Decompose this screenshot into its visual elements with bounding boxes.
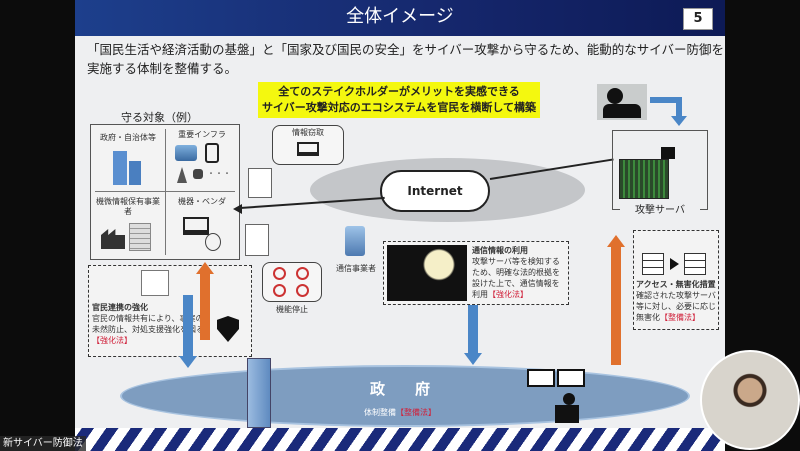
target-infrastructure: 重要インフラ <box>178 130 226 139</box>
hacker-arrow <box>650 97 682 103</box>
internet-label: Internet <box>407 184 463 198</box>
government-sub: 体制整備【整備法】 <box>325 408 475 418</box>
laptop-icon <box>183 217 209 235</box>
ellipsis: ・・・ <box>207 169 231 178</box>
faucet-icon <box>193 169 203 179</box>
up-arrow-left <box>200 274 210 340</box>
function-stop-label: 機能停止 <box>276 305 308 314</box>
access-heading: アクセス・無害化措置 <box>636 280 716 289</box>
speaker-webcam <box>700 350 800 450</box>
unlocked-padlock-icon <box>661 147 675 159</box>
government-sub-text: 体制整備 <box>364 408 396 417</box>
public-private-box: 官民連携の強化 官民の情報共有により、事案の未然防止、対処支援強化を図る【強化法… <box>88 265 252 357</box>
comm-info-heading: 通信情報の利用 <box>472 246 528 255</box>
telecom-server-icon <box>345 226 365 256</box>
page-number: 5 <box>683 8 713 30</box>
access-law: 【整備法】 <box>660 313 700 322</box>
comm-info-body: 攻撃サーバ等を検知するため、明確な法的根拠を設けた上で、通信情報を利用 <box>472 257 560 299</box>
public-private-heading: 官民連携の強化 <box>92 303 148 312</box>
government-area <box>120 365 690 427</box>
prohibited-icon <box>296 284 309 297</box>
building-icon <box>113 151 127 185</box>
prohibited-icon <box>273 267 286 280</box>
slide-title: 全体イメージ <box>346 6 454 27</box>
down-arrow-left <box>183 295 193 357</box>
play-arrow-icon <box>670 258 679 270</box>
comm-info-box: 通信情報の利用 攻撃サーバ等を検知するため、明確な法的根拠を設けた上で、通信情報… <box>383 241 569 305</box>
power-tower-icon <box>177 167 187 183</box>
device-icon <box>205 233 221 251</box>
laptop-icon <box>297 142 319 156</box>
attack-server-label: 攻撃サーバ <box>620 205 700 217</box>
intro-line-2: 実施する体制を整備する。 <box>87 61 238 76</box>
document-icon <box>141 270 169 296</box>
hacker-icon <box>597 84 647 120</box>
up-arrow-right <box>611 247 621 365</box>
cleaned-server-icon <box>684 253 706 275</box>
highlight-line-2: サイバー攻撃対応のエコシステムを官民を横断して構築 <box>261 101 537 114</box>
prohibited-icon <box>296 267 309 280</box>
protected-targets-title: 守る対象（例） <box>117 111 202 124</box>
server-rack-icon <box>619 159 669 199</box>
target-government: 政府・自治体等 <box>100 133 156 142</box>
attack-server-box <box>612 130 708 210</box>
dam-icon <box>175 145 197 161</box>
government-label: 政 府 <box>369 380 430 398</box>
antenna-icon <box>205 143 219 163</box>
highlight-line-1: 全てのステイクホルダーがメリットを実感できる <box>278 85 520 98</box>
info-theft-bubble: 情報窃取 <box>272 125 344 165</box>
access-body: 確認された攻撃サーバ等に対し、必要に応じ無害化 <box>636 291 716 322</box>
document-icon <box>245 224 269 256</box>
shield-check-icon <box>217 316 239 342</box>
target-vendors: 機器・ベンダ <box>178 197 226 206</box>
highlight-box: 全てのステイクホルダーがメリットを実感できる サイバー攻撃対応のエコシステムを官… <box>258 82 540 118</box>
slide-header <box>75 0 725 36</box>
comm-info-law: 【強化法】 <box>488 290 528 299</box>
down-arrow-center <box>468 305 478 355</box>
protected-targets-box: 政府・自治体等 重要インフラ ・・・ 機微情報保有事業者 機器・ベンダ <box>90 124 240 260</box>
public-private-law: 【強化法】 <box>92 336 132 345</box>
arrow-left-icon <box>233 204 242 214</box>
operator-monitor-icon <box>525 369 585 424</box>
striped-footer <box>75 428 725 451</box>
factory-icon <box>101 229 125 249</box>
spotlight-image <box>387 245 467 301</box>
server-icon <box>642 253 664 275</box>
telecom-label: 通信事業者 <box>336 264 376 273</box>
access-box: アクセス・無害化措置 確認された攻撃サーバ等に対し、必要に応じ無害化【整備法】 <box>633 230 719 330</box>
prohibited-icon <box>273 284 286 297</box>
presentation-slide: 全体イメージ 5 「国民生活や経済活動の基盤」と「国家及び国民の安全」をサイバー… <box>75 0 725 451</box>
cloud-icon <box>380 170 490 212</box>
target-sensitive-info-holders: 機微情報保有事業者 <box>96 197 160 216</box>
function-stop-bubble <box>262 262 322 302</box>
firewall-icon <box>247 358 271 428</box>
office-building-icon <box>129 223 151 251</box>
video-caption: 新サイバー防御法 <box>0 436 86 451</box>
public-private-body: 官民の情報共有により、事案の未然防止、対処支援強化を図る <box>92 314 204 334</box>
info-theft-label: 情報窃取 <box>292 128 324 137</box>
intro-line-1: 「国民生活や経済活動の基盤」と「国家及び国民の安全」をサイバー攻撃から守るため、… <box>87 42 725 57</box>
document-icon <box>248 168 272 198</box>
government-law: 【整備法】 <box>396 408 436 417</box>
